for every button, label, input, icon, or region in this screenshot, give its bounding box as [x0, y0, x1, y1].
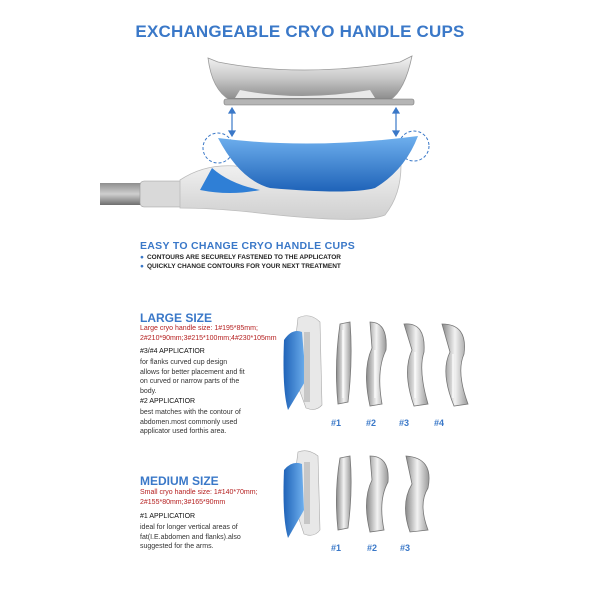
large-cup-label-4: #4 — [434, 418, 445, 428]
app2-description: best matches with the contour of abdomen… — [140, 409, 241, 435]
medium-cup-3 — [405, 455, 430, 533]
medium-size-title: MEDIUM SIZE — [140, 474, 219, 488]
app1-description: ideal for longer vertical areas of fat(I… — [140, 524, 241, 550]
blue-cup — [218, 136, 418, 192]
bullet-text: QUICKLY CHANGE CONTOURS FOR YOUR NEXT TR… — [146, 263, 341, 270]
easy-change-title: EASY TO CHANGE CRYO HANDLE CUPS — [140, 240, 356, 252]
large-size-line-2: 2#210*90mm;3#215*100mm;4#230*105mm — [140, 335, 277, 342]
large-size-title: LARGE SIZE — [140, 311, 213, 325]
bullet-item: ●CONTOURS ARE SECURELY FASTENED TO THE A… — [140, 254, 341, 261]
medium-cup-2 — [366, 455, 389, 533]
large-cup-4 — [441, 323, 469, 407]
medium-size-line-2: 2#155*80mm;3#165*90mm — [140, 499, 226, 506]
hero-cup-illustration — [100, 55, 430, 220]
bullet-dot-icon: ● — [140, 254, 144, 261]
app2-title: #2 APPLICATIOR — [140, 398, 196, 405]
page-title: EXCHANGEABLE CRYO HANDLE CUPS — [135, 22, 465, 41]
medium-cup-1 — [336, 455, 352, 531]
large-cup-label-1: #1 — [331, 418, 342, 428]
top-cup — [207, 55, 413, 101]
medium-size-line-1: Small cryo handle size: 1#140*70mm; — [140, 489, 258, 496]
bullet-item: ●QUICKLY CHANGE CONTOURS FOR YOUR NEXT T… — [140, 263, 341, 270]
large-size-line-1: Large cryo handle size: 1#195*85mm; — [140, 325, 258, 332]
large-cups-illustration — [283, 315, 469, 410]
medium-cup-label-3: #3 — [400, 543, 411, 553]
medium-cups-illustration — [283, 450, 430, 538]
app34-description: for flanks curved cup design allows for … — [140, 359, 245, 395]
app1-title: #1 APPLICATIOR — [140, 513, 196, 520]
medium-cup-label-1: #1 — [331, 543, 342, 553]
large-cup-label-3: #3 — [399, 418, 410, 428]
app34-title: #3/#4 APPLICATIOR — [140, 348, 205, 355]
large-cup-2 — [366, 321, 387, 407]
bullet-text: CONTOURS ARE SECURELY FASTENED TO THE AP… — [146, 254, 342, 261]
bullet-dot-icon: ● — [140, 263, 144, 270]
large-cup-label-2: #2 — [366, 418, 377, 428]
medium-cup-label-2: #2 — [367, 543, 378, 553]
